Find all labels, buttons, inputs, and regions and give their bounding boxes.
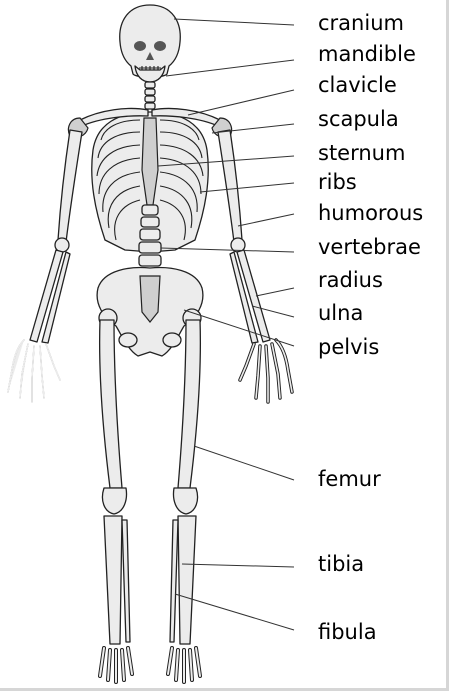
label-sternum: sternum (318, 141, 405, 165)
leader-vertebrae (161, 248, 294, 252)
label-pelvis: pelvis (318, 335, 379, 359)
left-arm (8, 130, 82, 402)
cervical-spine (145, 82, 155, 109)
label-tibia: tibia (318, 552, 364, 576)
label-ribs: ribs (318, 170, 357, 194)
leader-clavicle (188, 90, 294, 115)
label-femur: femur (318, 467, 381, 491)
label-mandible: mandible (318, 42, 416, 66)
label-ulna: ulna (318, 301, 363, 325)
right-arm (218, 130, 292, 402)
label-radius: radius (318, 268, 383, 292)
left-leg (99, 309, 132, 682)
right-leg (168, 309, 201, 682)
leader-mandible (166, 60, 294, 76)
leader-femur (194, 446, 294, 480)
leader-tibia (182, 564, 294, 567)
label-vertebrae: vertebrae (318, 235, 421, 259)
leader-radius (256, 288, 294, 296)
leader-ribs (200, 183, 294, 192)
lumbar-spine (139, 205, 161, 266)
leader-cranium (174, 19, 294, 25)
label-fibula: fibula (318, 620, 377, 644)
skull (120, 5, 181, 82)
label-clavicle: clavicle (318, 73, 397, 97)
leader-humorous (238, 214, 294, 226)
label-cranium: cranium (318, 11, 404, 35)
label-humorous: humorous (318, 201, 423, 225)
leader-fibula (175, 594, 294, 630)
label-scapula: scapula (318, 107, 399, 131)
